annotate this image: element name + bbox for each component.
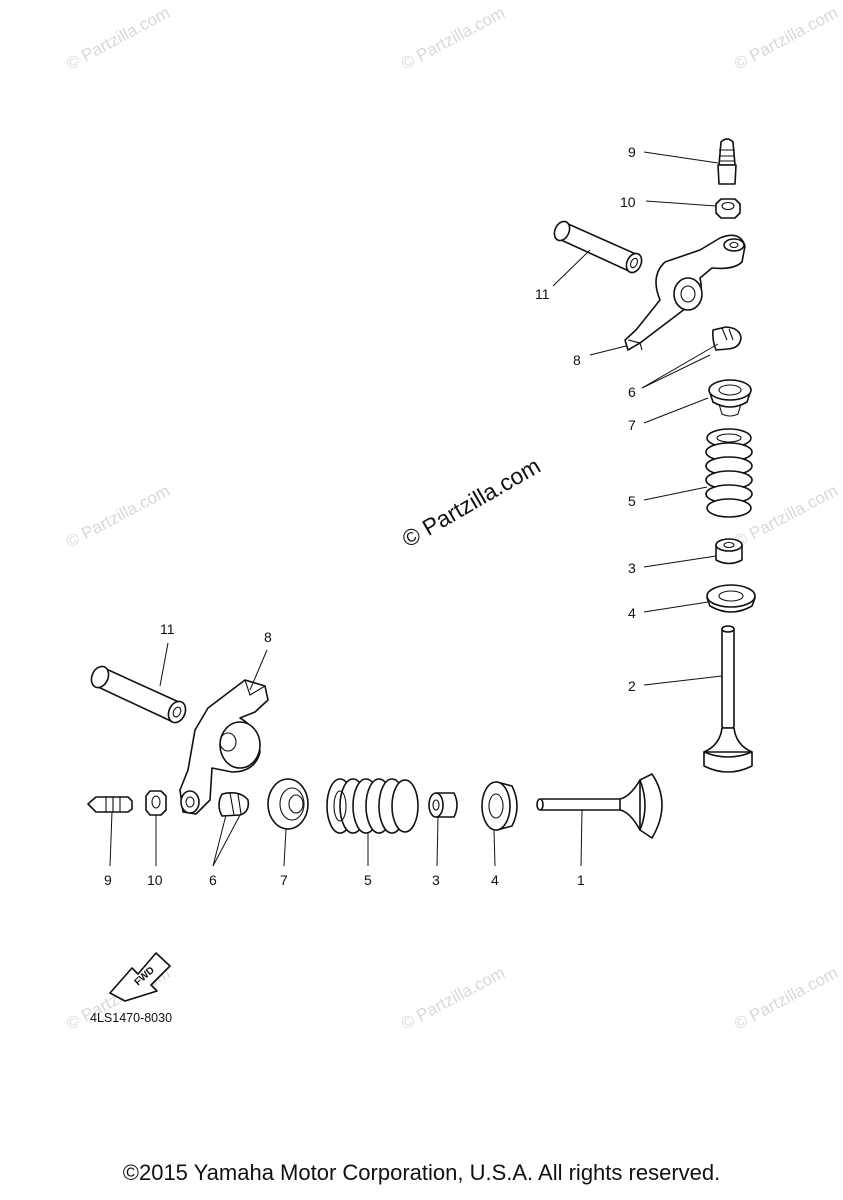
callout-6-right: 6 <box>628 384 636 400</box>
callouts-bottom: 11 8 9 10 6 7 5 3 4 1 <box>104 621 585 888</box>
leaders-bottom <box>109 642 583 867</box>
callout-8-right: 8 <box>573 352 581 368</box>
callout-5-bottom: 5 <box>364 872 372 888</box>
part-spring-seat-left <box>481 781 518 831</box>
part-rocker-shaft-right <box>553 220 643 274</box>
callout-3-bottom: 3 <box>432 872 440 888</box>
part-spring-seat-right <box>706 584 756 613</box>
watermark: © Partzilla.com <box>398 963 508 1034</box>
part-valve-exhaust <box>703 625 753 773</box>
callout-11-right: 11 <box>535 286 550 302</box>
watermark: © Partzilla.com <box>63 3 173 74</box>
part-stem-seal-right <box>715 538 743 565</box>
part-rocker-arm-left <box>179 679 269 815</box>
callout-6-bottom: 6 <box>209 872 217 888</box>
watermark: © Partzilla.com <box>731 963 841 1034</box>
part-rocker-arm-right <box>624 234 746 351</box>
part-valve-spring-left <box>326 778 419 834</box>
diagram-code: 4LS1470-8030 <box>90 1011 172 1025</box>
copyright-notice: ©2015 Yamaha Motor Corporation, U.S.A. A… <box>122 1160 721 1185</box>
watermark: © Partzilla.com <box>398 3 508 74</box>
part-valve-cotter-left <box>218 792 250 817</box>
callout-1-bottom: 1 <box>577 872 585 888</box>
leaders-right <box>552 151 723 686</box>
callout-11-left: 11 <box>160 621 175 637</box>
callout-9-bottom: 9 <box>104 872 112 888</box>
part-valve-intake <box>536 773 663 839</box>
part-locknut-right <box>715 198 741 219</box>
callout-3-right: 3 <box>628 560 636 576</box>
part-valve-retainer-right <box>708 379 752 417</box>
callout-7-right: 7 <box>628 417 636 433</box>
watermark: © Partzilla.com <box>731 3 841 74</box>
callout-5-right: 5 <box>628 493 636 509</box>
part-valve-cotter-right <box>712 326 742 351</box>
watermark: © Partzilla.com <box>63 481 173 552</box>
part-stem-seal-left <box>428 792 458 818</box>
part-adjusting-screw-left <box>87 796 133 813</box>
center-watermark: © Partzilla.com <box>398 452 545 552</box>
callout-10-bottom: 10 <box>147 872 163 888</box>
part-valve-retainer-left <box>267 778 309 830</box>
callout-7-bottom: 7 <box>280 872 288 888</box>
part-rocker-shaft-left <box>90 665 187 724</box>
callout-10-right: 10 <box>620 194 636 210</box>
callout-4-right: 4 <box>628 605 636 621</box>
callout-2-right: 2 <box>628 678 636 694</box>
part-adjusting-screw-right <box>717 138 737 185</box>
callout-4-bottom: 4 <box>491 872 499 888</box>
callout-9-right: 9 <box>628 144 636 160</box>
part-valve-spring-right <box>705 428 753 518</box>
callout-8-left: 8 <box>264 629 272 645</box>
callouts-right: 9 10 11 8 6 7 5 3 4 2 <box>535 144 636 694</box>
part-locknut-left <box>145 790 167 816</box>
